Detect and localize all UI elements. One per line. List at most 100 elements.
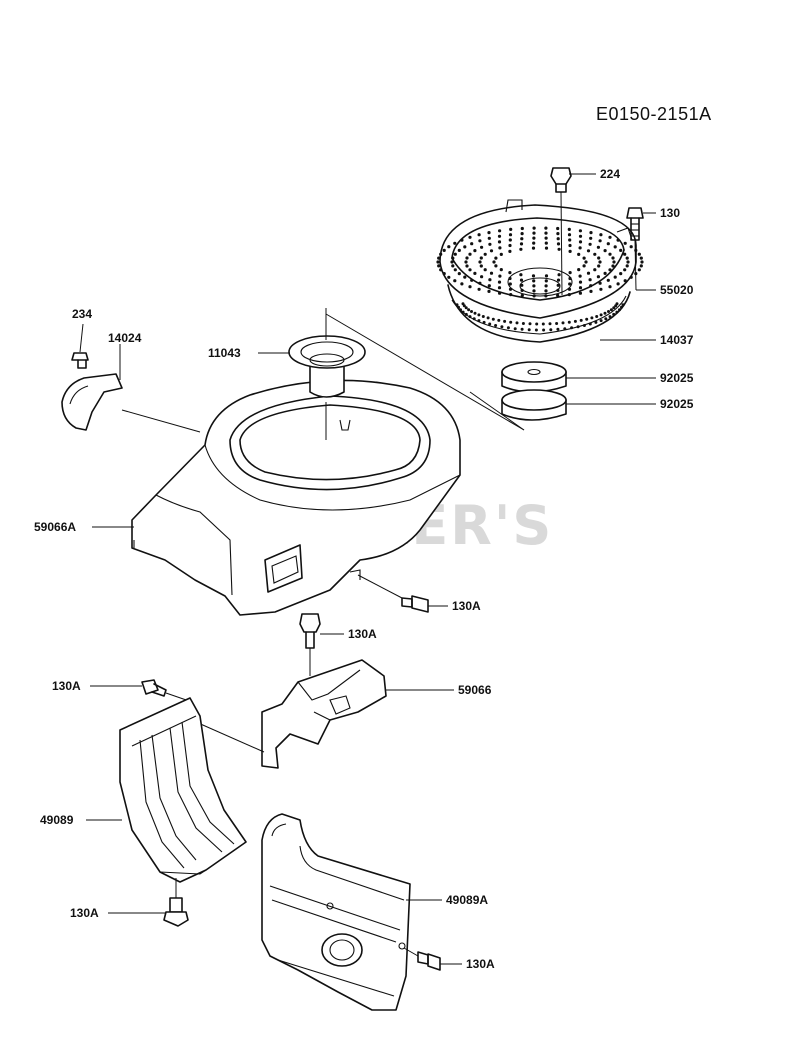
perforation-dot	[556, 242, 561, 246]
perforation-dot	[497, 234, 502, 238]
perforation-dot	[573, 319, 577, 323]
perforation-dot	[479, 264, 483, 268]
perforation-dot	[544, 226, 548, 230]
perforation-dot	[593, 252, 597, 256]
perforation-dot	[450, 260, 454, 264]
perforation-dot	[619, 248, 623, 252]
perforation-dot	[616, 238, 620, 242]
perforation-dot	[544, 246, 549, 250]
perforation-dot	[603, 271, 607, 275]
perforation-dot	[625, 256, 629, 260]
perforation-dot	[515, 321, 519, 325]
perforation-dot	[509, 293, 513, 297]
perforation-dot	[608, 285, 612, 289]
perforation-dot	[508, 243, 512, 248]
perforation-dot	[623, 279, 627, 283]
perforation-dot	[599, 319, 603, 323]
perforation-dot	[541, 322, 545, 326]
perforation-dot	[451, 264, 455, 268]
perforation-dot	[586, 271, 591, 275]
perforation-dot	[520, 232, 524, 236]
perforation-dot	[472, 317, 476, 321]
perforation-dot	[621, 303, 625, 307]
perforation-dot	[478, 281, 482, 285]
perforation-dot	[477, 313, 481, 317]
bolt-224	[550, 167, 572, 296]
perforation-dot	[467, 308, 471, 312]
perforation-dot	[520, 237, 524, 241]
perforation-dot	[488, 322, 492, 326]
perforation-dot	[470, 278, 474, 282]
perforation-dot	[453, 268, 457, 272]
perforation-dot	[561, 321, 565, 325]
perforation-dot	[465, 264, 469, 268]
screw-234	[71, 352, 89, 369]
perforation-dot	[599, 233, 603, 237]
perforation-dot	[500, 325, 504, 329]
perforation-dot	[582, 264, 586, 268]
perforation-dot	[586, 249, 591, 253]
perforation-dot	[544, 294, 548, 298]
perforation-dot	[607, 310, 610, 313]
perforation-dot	[498, 274, 502, 278]
perforation-dot	[508, 271, 512, 275]
perforation-dot	[606, 242, 610, 246]
recoil-starter-housing-14037	[436, 199, 644, 343]
bolt-130A-right	[403, 947, 441, 971]
perforation-dot	[480, 245, 484, 249]
perforation-dot	[439, 268, 443, 272]
perforation-dot	[497, 280, 502, 284]
perforation-dot	[487, 289, 491, 293]
perforation-dot	[520, 293, 524, 298]
perforation-dot	[588, 242, 592, 246]
perforation-dot	[480, 275, 484, 279]
perforation-dot	[618, 308, 621, 312]
perforation-dot	[619, 272, 623, 276]
perforation-dot	[464, 306, 468, 310]
perforation-dot	[549, 328, 553, 332]
perforation-dot	[637, 252, 641, 256]
perforation-dot	[520, 327, 524, 331]
perforation-dot	[582, 256, 586, 260]
perforation-dot	[608, 268, 612, 272]
perforation-dot	[588, 322, 592, 326]
perforation-dot	[589, 289, 593, 293]
perforation-dot	[482, 320, 486, 324]
callout-92025-b: 92025	[660, 397, 694, 411]
perforation-dot	[503, 319, 507, 323]
perforation-dot	[497, 318, 501, 322]
perforation-dot	[556, 237, 560, 241]
perforation-dot	[473, 311, 477, 315]
perforation-dot	[578, 280, 583, 284]
perforation-dot	[544, 231, 548, 235]
perforation-dot	[439, 252, 443, 256]
perforation-dot	[483, 268, 487, 272]
perforation-dot	[520, 283, 524, 287]
perforation-dot	[463, 275, 467, 279]
perforation-dot	[473, 249, 477, 253]
perforation-dot	[596, 245, 601, 249]
perforation-dot	[477, 287, 481, 291]
drawing-number: E0150-2151A	[596, 104, 712, 124]
perforation-dot	[521, 322, 525, 325]
perforation-dot	[594, 320, 598, 324]
perforation-dot	[615, 310, 619, 314]
perforation-dot	[596, 275, 601, 279]
perforation-dot	[468, 315, 472, 319]
perforation-dot	[532, 279, 536, 283]
bolt-130A-housing	[357, 574, 429, 613]
perforation-dot	[556, 288, 560, 292]
perforation-dot	[508, 287, 513, 291]
perforation-dot	[457, 248, 461, 252]
perforation-dot	[520, 226, 524, 231]
perforation-dot	[567, 287, 572, 291]
perforation-dot	[442, 272, 446, 276]
callout-59066: 59066	[458, 683, 492, 697]
perforation-dot	[544, 279, 548, 283]
perforation-dot	[457, 272, 461, 276]
perforation-dot	[557, 247, 561, 251]
perforation-dot	[623, 241, 627, 245]
perforation-dot	[595, 315, 599, 318]
perforation-dot	[497, 240, 502, 244]
